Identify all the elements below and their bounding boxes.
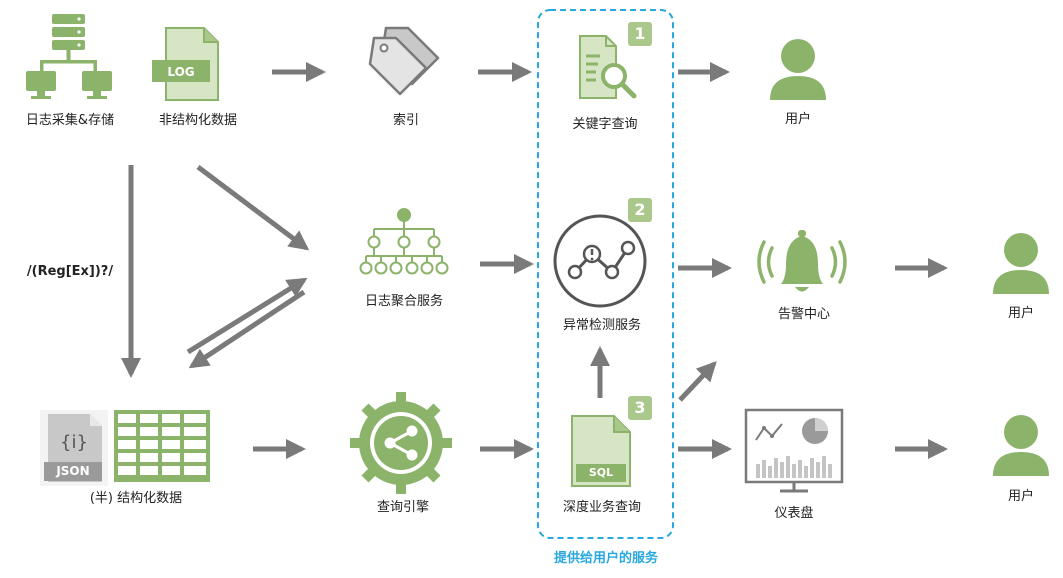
label-unstructured: 非结构化数据	[158, 113, 238, 128]
bell-icon	[757, 230, 847, 292]
sql-badge-text: SQL	[588, 466, 614, 479]
services-dashed-box	[537, 9, 674, 539]
sql-file-icon	[571, 415, 631, 487]
json-file-icon	[40, 410, 108, 486]
label-anomaly: 异常检测服务	[562, 318, 642, 333]
label-keyword-query: 关键字查询	[572, 117, 638, 132]
arrow-deep-to-alert	[678, 361, 717, 402]
json-badge-text: JSON	[56, 464, 90, 478]
label-dashboard: 仪表盘	[774, 506, 814, 521]
badge-2: 2	[634, 200, 646, 219]
label-alert-center: 告警中心	[777, 307, 831, 322]
badge-3-bg	[628, 396, 652, 420]
database-server-icon	[26, 14, 112, 99]
user-icon	[993, 233, 1049, 294]
log-file-icon	[152, 27, 219, 101]
label-index: 索引	[392, 113, 420, 128]
arrow-aggregation-to-structured	[188, 289, 306, 369]
label-user-bottom: 用户	[1007, 489, 1035, 504]
search-document-icon	[579, 35, 637, 99]
badge-1: 1	[634, 24, 646, 43]
label-user-mid: 用户	[1007, 306, 1035, 321]
label-semi-structured: (半) 结构化数据	[89, 491, 183, 506]
label-query-engine: 查询引擎	[376, 500, 430, 515]
arrow-collect-to-aggregation	[196, 165, 310, 251]
services-caption: 提供给用户的服务	[553, 551, 659, 566]
badge-1-bg	[628, 22, 652, 46]
badge-2-bg	[628, 198, 652, 222]
label-regex: /(Reg[Ex])?/	[26, 264, 114, 279]
label-aggregation: 日志聚合服务	[364, 294, 444, 309]
user-icon	[993, 415, 1049, 476]
tags-icon	[368, 26, 440, 96]
label-deep-query: 深度业务查询	[562, 500, 642, 515]
table-icon	[114, 410, 210, 482]
hierarchy-icon	[359, 208, 449, 275]
label-log-collect: 日志采集&存储	[25, 113, 115, 128]
share-gear-icon	[350, 392, 452, 494]
anomaly-graph-icon	[553, 214, 647, 308]
dashboard-monitor-icon	[744, 408, 844, 493]
badge-3: 3	[634, 398, 646, 417]
arrow-structured-to-aggregation	[186, 277, 308, 355]
label-user-top: 用户	[784, 112, 812, 127]
user-icon	[770, 39, 826, 100]
json-braces: {i}	[60, 432, 88, 453]
log-badge-text: LOG	[167, 65, 195, 79]
